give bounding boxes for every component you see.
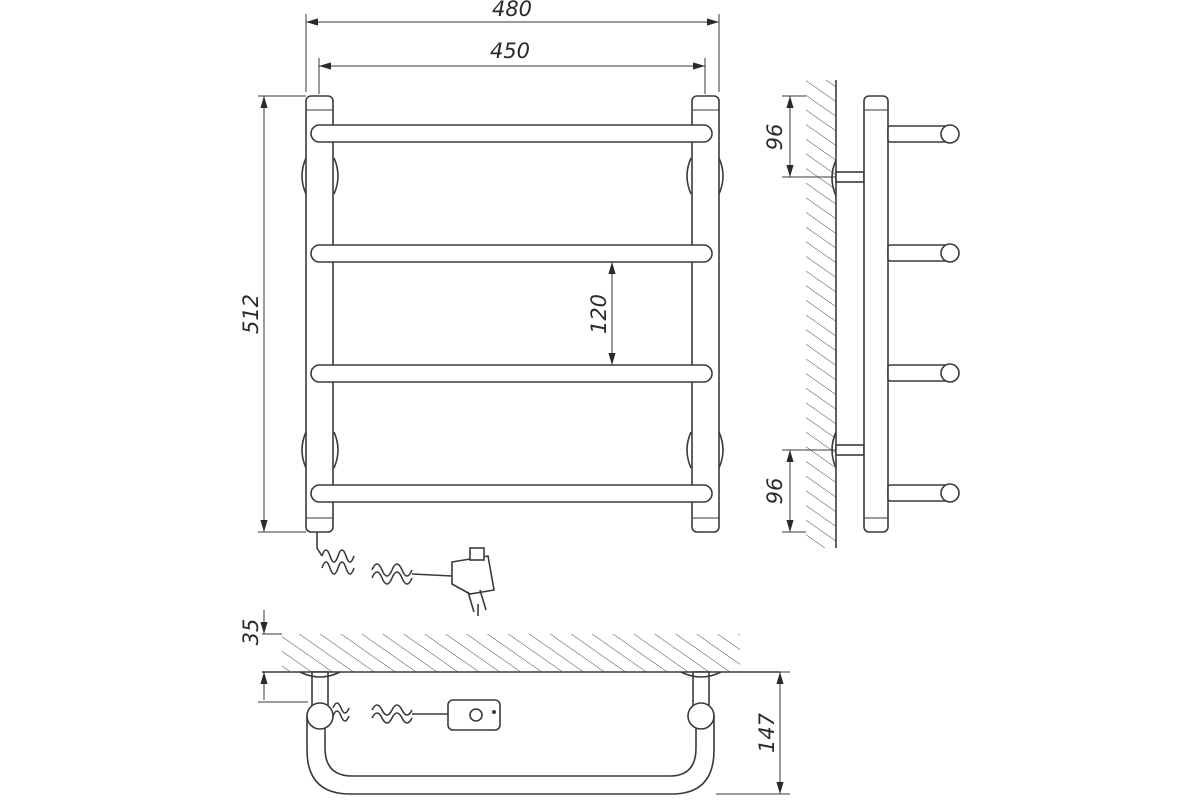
dim-wall-gap: 35 (239, 610, 308, 703)
rail-stub-3 (887, 363, 960, 383)
dim-rail-width: 450 (318, 39, 706, 94)
right-post (691, 95, 720, 533)
post-end-left (306, 702, 334, 730)
rail-4 (310, 484, 713, 503)
rail-stub-4 (887, 483, 960, 503)
wall-mount-front-bottom-right (686, 431, 724, 469)
wall-mount-front-top-left (301, 157, 339, 195)
left-post (305, 95, 334, 533)
u-rail (306, 715, 715, 795)
rail-1 (310, 124, 713, 143)
dim-side-bottom-offset: 96 (763, 449, 836, 533)
rail-2 (310, 244, 713, 263)
wall-mount-top-left (299, 671, 341, 709)
dim-label-512: 512 (239, 294, 263, 334)
wall-section-side (806, 80, 836, 548)
rail-stub-2 (887, 243, 960, 263)
dim-rail-spacing: 120 (587, 262, 616, 365)
front-view: 480 450 512 120 (239, 0, 724, 616)
rail-3 (310, 364, 713, 383)
top-view: 35 147 (239, 610, 790, 795)
dim-label-120: 120 (587, 294, 611, 334)
dim-overall-width: 480 (305, 0, 720, 92)
wall-section-top (282, 634, 740, 672)
dim-label-450: 450 (490, 39, 530, 63)
power-cord-top (332, 702, 448, 724)
side-post (863, 95, 889, 533)
dim-label-147: 147 (755, 712, 779, 753)
wall-mount-front-bottom-left (301, 431, 339, 469)
dim-label-35: 35 (239, 619, 263, 646)
post-end-right (687, 702, 715, 730)
dim-overall-height: 512 (239, 95, 306, 533)
side-view: 96 96 (763, 80, 960, 548)
power-cord-front (316, 532, 453, 585)
dim-label-96-bottom: 96 (763, 478, 787, 505)
dim-side-top-offset: 96 (763, 95, 836, 178)
dim-label-480: 480 (492, 0, 532, 21)
dim-depth: 147 (716, 671, 790, 795)
rail-stub-1 (887, 124, 960, 144)
wall-mount-front-top-right (686, 157, 724, 195)
dim-label-96-top: 96 (763, 124, 787, 151)
plug-top-icon (447, 699, 501, 731)
plug-icon (451, 547, 495, 616)
